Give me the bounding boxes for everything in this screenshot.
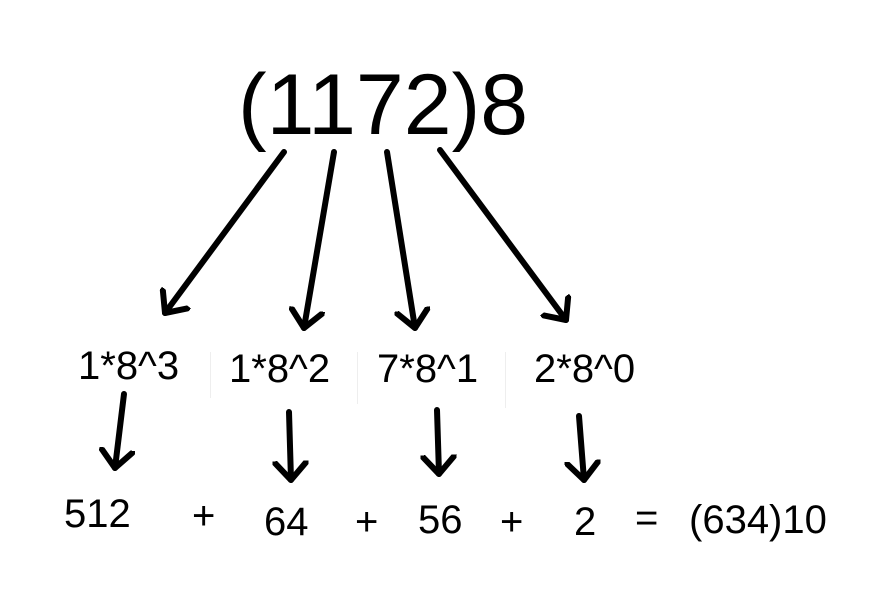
arrow-digit4-to-term4 — [437, 147, 566, 323]
octal-number-title: (1172)8 — [238, 57, 529, 153]
operator-plus-3: + — [500, 500, 524, 544]
value-3: 56 — [418, 498, 463, 542]
arrow-term4-to-value4 — [579, 413, 584, 483]
term-2: 1*8^2 — [229, 347, 331, 391]
result-decimal: (634)10 — [689, 498, 827, 542]
term-1: 1*8^3 — [78, 344, 180, 388]
term-4: 2*8^0 — [534, 347, 636, 391]
value-4: 2 — [574, 500, 597, 544]
arrow-digit2-to-term2 — [304, 149, 337, 331]
arrow-term3-to-value3 — [437, 407, 439, 477]
operator-plus-2: + — [355, 500, 379, 544]
separator — [505, 352, 506, 408]
term-3: 7*8^1 — [377, 347, 479, 391]
arrow-term1-to-value1 — [115, 391, 124, 471]
operator-plus-1: + — [192, 494, 216, 538]
separator — [210, 352, 211, 398]
value-2: 64 — [264, 500, 309, 544]
value-1: 512 — [64, 492, 131, 536]
operator-equals: = — [635, 496, 659, 540]
arrow-term2-to-value2 — [289, 409, 291, 483]
separator — [357, 352, 358, 404]
arrow-digit1-to-term1 — [165, 149, 287, 316]
arrow-digit3-to-term3 — [384, 149, 415, 331]
